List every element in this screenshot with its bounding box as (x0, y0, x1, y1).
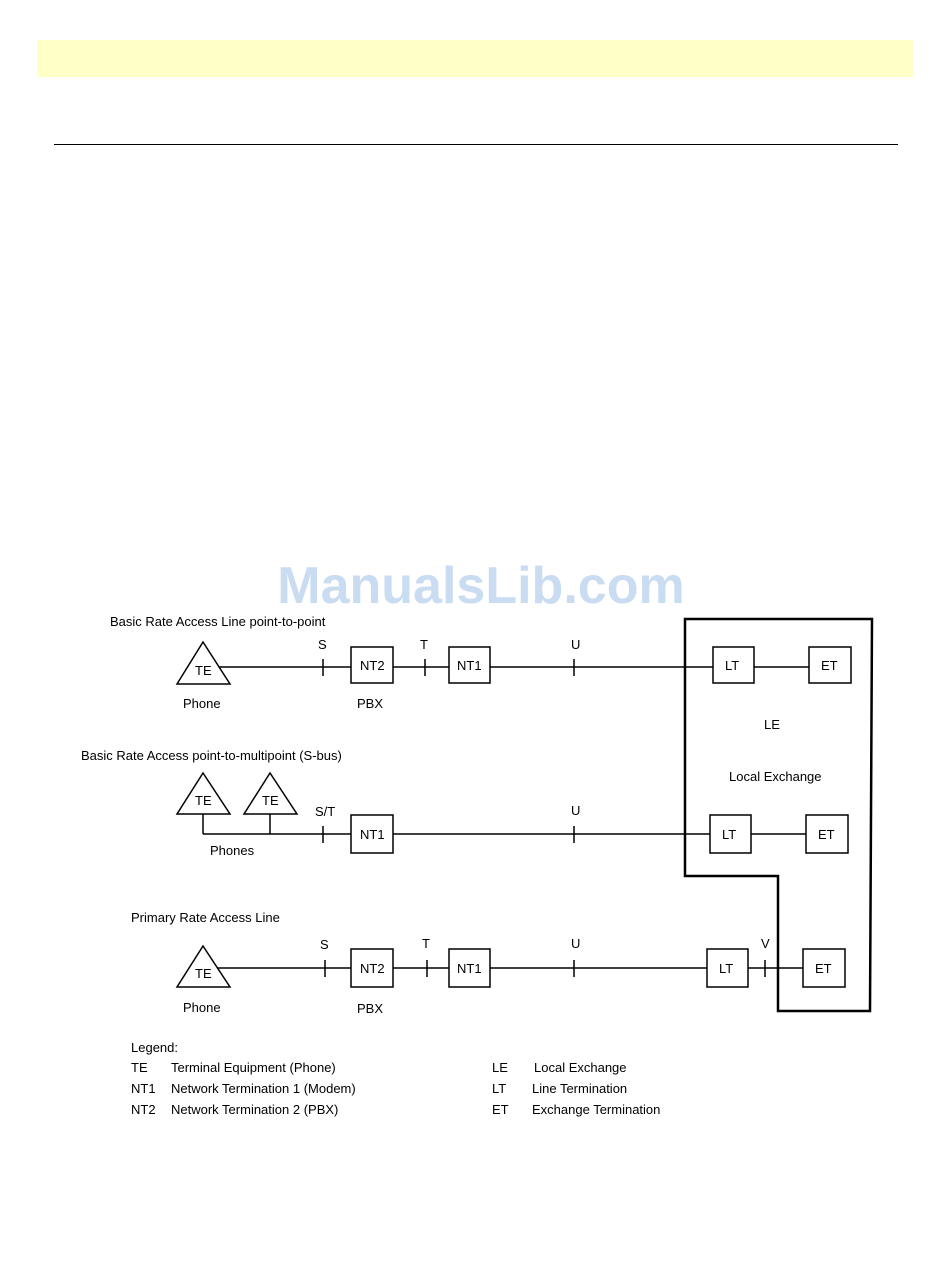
row3-et-box (802, 948, 846, 988)
row2-te-caption: Phones (210, 843, 255, 858)
legend-left-desc-1: Network Termination 1 (Modem) (171, 1081, 356, 1096)
row3-title: Primary Rate Access Line (131, 910, 280, 925)
row2-te1-label: TE (195, 793, 212, 808)
row1-nt2-label: NT2 (360, 658, 385, 673)
row3-nt2-label: NT2 (360, 961, 385, 976)
row1-title: Basic Rate Access Line point-to-point (110, 614, 326, 629)
row1-pbx-caption: PBX (357, 696, 383, 711)
row3-te-label: TE (195, 966, 212, 981)
row2-nt1-box (350, 814, 394, 854)
row1-nt1-label: NT1 (457, 658, 482, 673)
row2-lt-box (709, 814, 752, 854)
row3-nt2-box (350, 948, 394, 988)
legend-left-abbr-2: NT2 (131, 1102, 156, 1117)
row1-nt1-box (448, 646, 491, 684)
row2-te2-triangle (242, 771, 299, 815)
row2-nt1-label: NT1 (360, 827, 385, 842)
row1-ref-s-label: S (318, 637, 327, 652)
row3-ref-t-label: T (422, 936, 430, 951)
header-band (37, 40, 913, 77)
row3-lt-box (706, 948, 749, 988)
row-point-to-multipoint: Basic Rate Access point-to-multipoint (S… (81, 748, 849, 858)
row1-te-caption: Phone (183, 696, 221, 711)
row2-ref-st-label: S/T (315, 804, 335, 819)
row3-nt1-label: NT1 (457, 961, 482, 976)
row2-title: Basic Rate Access point-to-multipoint (S… (81, 748, 342, 763)
row3-te-caption: Phone (183, 1000, 221, 1015)
row3-ref-s-label: S (320, 937, 329, 952)
row1-et-label: ET (821, 658, 838, 673)
legend-right-desc-2: Exchange Termination (532, 1102, 660, 1117)
row2-et-box (805, 814, 849, 854)
row3-nt1-box (448, 948, 491, 988)
row2-te1-triangle (175, 771, 232, 815)
row3-pbx-caption: PBX (357, 1001, 383, 1016)
legend-right-desc-1: Line Termination (532, 1081, 627, 1096)
legend-title: Legend: (131, 1040, 178, 1055)
legend-left-abbr-1: NT1 (131, 1081, 156, 1096)
row-point-to-point: Basic Rate Access Line point-to-point TE… (110, 614, 852, 711)
row1-nt2-box (350, 646, 394, 684)
row1-te-triangle (175, 640, 232, 685)
header-rule (54, 144, 898, 145)
legend-left-desc-0: Terminal Equipment (Phone) (171, 1060, 336, 1075)
legend-right-abbr-2: ET (492, 1102, 509, 1117)
row2-ref-u-label: U (571, 803, 580, 818)
row1-te-label: TE (195, 663, 212, 678)
row3-et-label: ET (815, 961, 832, 976)
row2-et-label: ET (818, 827, 835, 842)
row3-lt-label: LT (719, 961, 733, 976)
legend-right-desc-0: Local Exchange (534, 1060, 627, 1075)
legend-left-desc-2: Network Termination 2 (PBX) (171, 1102, 338, 1117)
row3-ref-v-label: V (761, 936, 770, 951)
row1-ref-u-label: U (571, 637, 580, 652)
row1-et-box (808, 646, 852, 684)
row2-lt-label: LT (722, 827, 736, 842)
row2-te2-label: TE (262, 793, 279, 808)
legend-right-abbr-0: LE (492, 1060, 508, 1075)
row3-ref-u-label: U (571, 936, 580, 951)
legend: Legend: TE Terminal Equipment (Phone) NT… (131, 1040, 660, 1117)
le-name-label: Local Exchange (729, 769, 822, 784)
watermark: ManualsLib.com (277, 557, 685, 615)
legend-left-abbr-0: TE (131, 1060, 148, 1075)
legend-right-abbr-1: LT (492, 1081, 506, 1096)
le-abbr-label: LE (764, 717, 780, 732)
local-exchange-outline (683, 617, 874, 1013)
row1-lt-label: LT (725, 658, 739, 673)
row3-te-triangle (175, 944, 232, 988)
row1-lt-box (712, 646, 755, 684)
row1-ref-t-label: T (420, 637, 428, 652)
row-primary-rate: Primary Rate Access Line TE Phone S NT2 … (131, 910, 846, 1016)
